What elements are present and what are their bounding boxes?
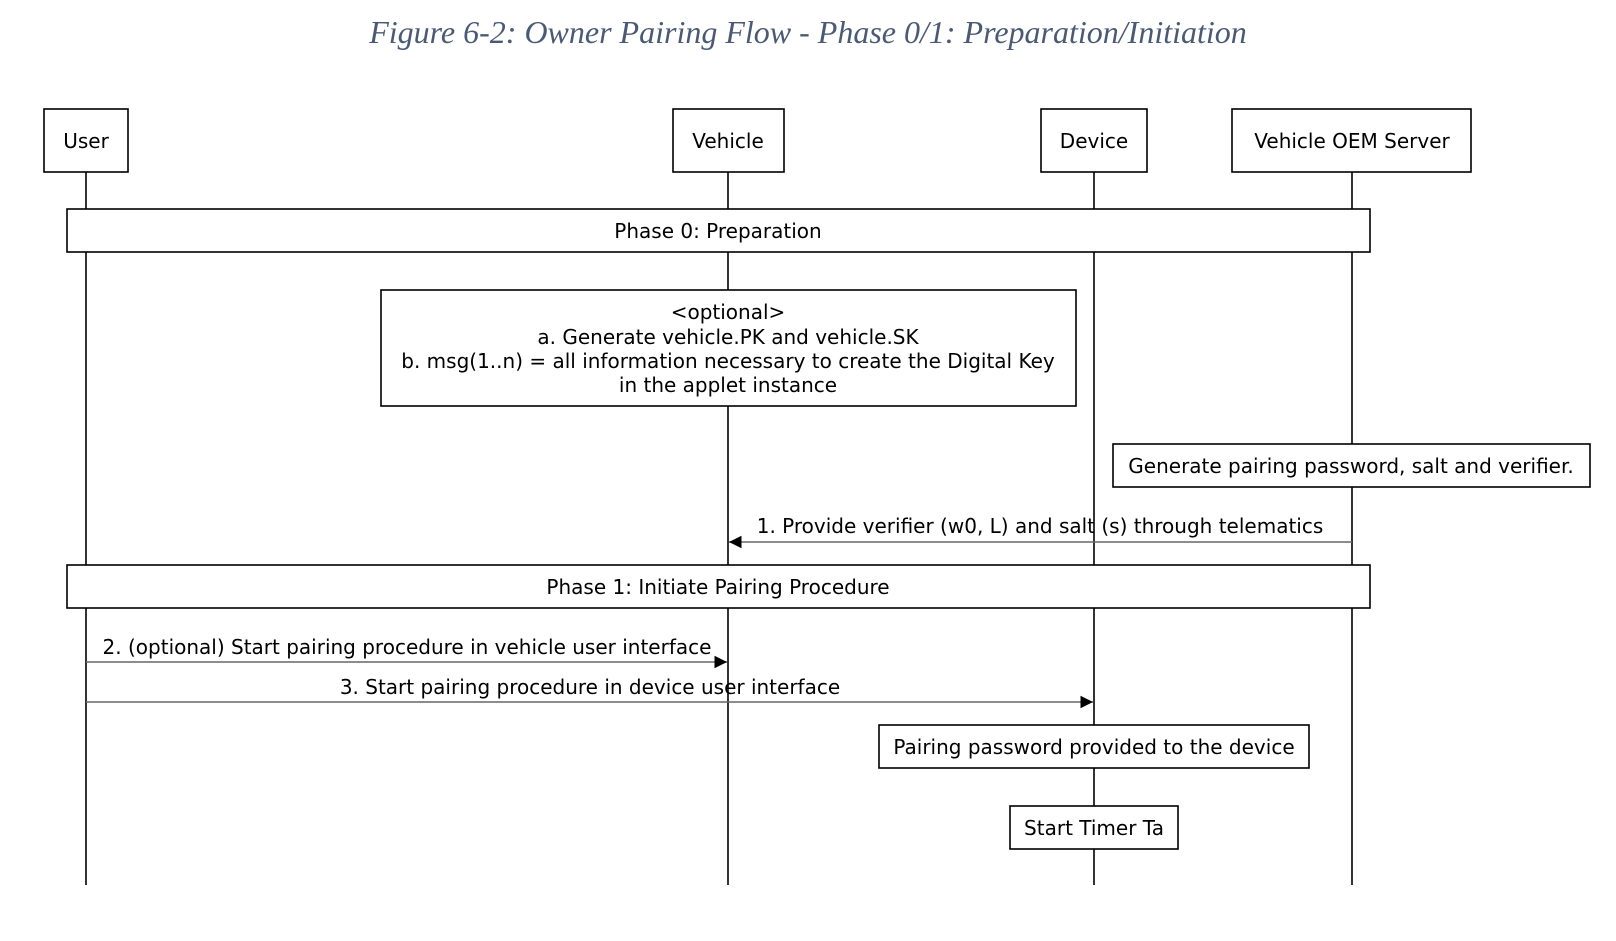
participant-device: Device	[1040, 108, 1148, 173]
participant-server-label: Vehicle OEM Server	[1254, 129, 1450, 153]
password-provided-note: Pairing password provided to the device	[878, 724, 1310, 769]
optional-note: <optional> a. Generate vehicle.PK and ve…	[380, 289, 1077, 407]
optional-note-line-2: a. Generate vehicle.PK and vehicle.SK	[537, 325, 919, 349]
participant-user-label: User	[63, 129, 109, 153]
phase-0-bar: Phase 0: Preparation	[66, 208, 1371, 253]
optional-note-line-3: b. msg(1..n) = all information necessary…	[401, 349, 1055, 373]
message-3: 3. Start pairing procedure in device use…	[86, 675, 1093, 709]
start-timer-note: Start Timer Ta	[1009, 805, 1179, 850]
participant-user: User	[43, 108, 129, 173]
generate-password-note: Generate pairing password, salt and veri…	[1112, 443, 1591, 488]
participant-server: Vehicle OEM Server	[1231, 108, 1472, 173]
participant-vehicle-label: Vehicle	[692, 129, 764, 153]
phase-1-label: Phase 1: Initiate Pairing Procedure	[546, 575, 889, 599]
figure-title: Figure 6-2: Owner Pairing Flow - Phase 0…	[369, 14, 1247, 50]
generate-password-label: Generate pairing password, salt and veri…	[1128, 454, 1573, 478]
phase-0-label: Phase 0: Preparation	[614, 219, 821, 243]
phase-1-bar: Phase 1: Initiate Pairing Procedure	[66, 564, 1371, 609]
optional-note-line-4: in the applet instance	[619, 373, 837, 397]
password-provided-label: Pairing password provided to the device	[893, 735, 1294, 759]
start-timer-label: Start Timer Ta	[1024, 816, 1164, 840]
message-1: 1. Provide verifier (w0, L) and salt (s)…	[729, 514, 1352, 549]
message-2-label: 2. (optional) Start pairing procedure in…	[103, 635, 712, 659]
message-3-label: 3. Start pairing procedure in device use…	[340, 675, 840, 699]
message-1-label: 1. Provide verifier (w0, L) and salt (s)…	[757, 514, 1324, 538]
optional-note-line-1: <optional>	[671, 300, 786, 324]
message-2: 2. (optional) Start pairing procedure in…	[86, 635, 727, 669]
participant-vehicle: Vehicle	[672, 108, 785, 173]
participant-device-label: Device	[1060, 129, 1128, 153]
